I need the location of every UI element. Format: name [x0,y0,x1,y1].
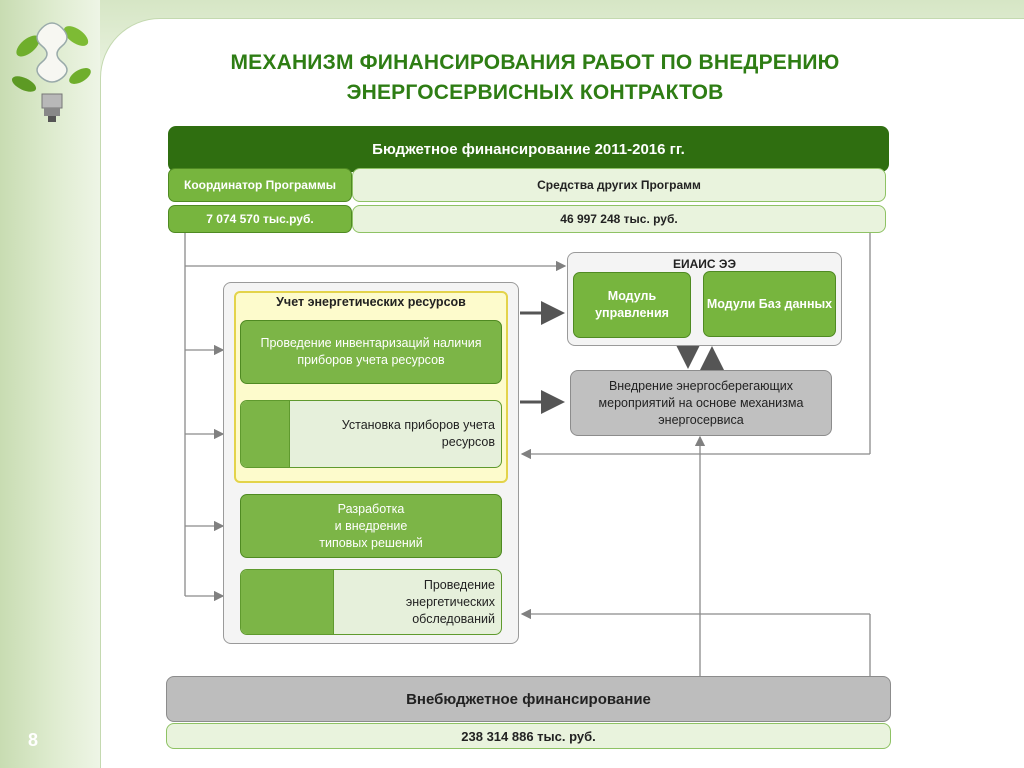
database-modules-box: Модули Баз данных [703,271,836,337]
meters-installation-swatch [241,401,290,467]
meters-installation-box: Установка приборов учета ресурсов [240,400,502,468]
meters-installation-label: Установка приборов учета ресурсов [295,401,495,467]
offbudget-amount: 238 314 886 тыс. руб. [166,723,891,749]
typical-solutions-box: Разработка и внедрение типовых решений [240,494,502,558]
energy-accounting-title: Учет энергетических ресурсов [234,295,508,309]
energy-saving-implementation-box: Внедрение энергосберегающих мероприятий … [570,370,832,436]
budget-financing-header: Бюджетное финансирование 2011-2016 гг. [168,126,889,172]
inventory-box: Проведение инвентаризаций наличия прибор… [240,320,502,384]
energy-surveys-swatch [241,570,334,634]
other-programs-amount: 46 997 248 тыс. руб. [352,205,886,233]
program-coordinator-box: Координатор Программы [168,168,352,202]
page-number: 8 [28,730,58,751]
energy-surveys-box: Проведение энергетических обследований [240,569,502,635]
eiais-title: ЕИАИС ЭЭ [567,257,842,271]
coordinator-amount: 7 074 570 тыс.руб. [168,205,352,233]
other-programs-box: Средства других Программ [352,168,886,202]
energy-surveys-label: Проведение энергетических обследований [339,570,495,634]
control-module-box: Модуль управления [573,272,691,338]
offbudget-financing-box: Внебюджетное финансирование [166,676,891,722]
